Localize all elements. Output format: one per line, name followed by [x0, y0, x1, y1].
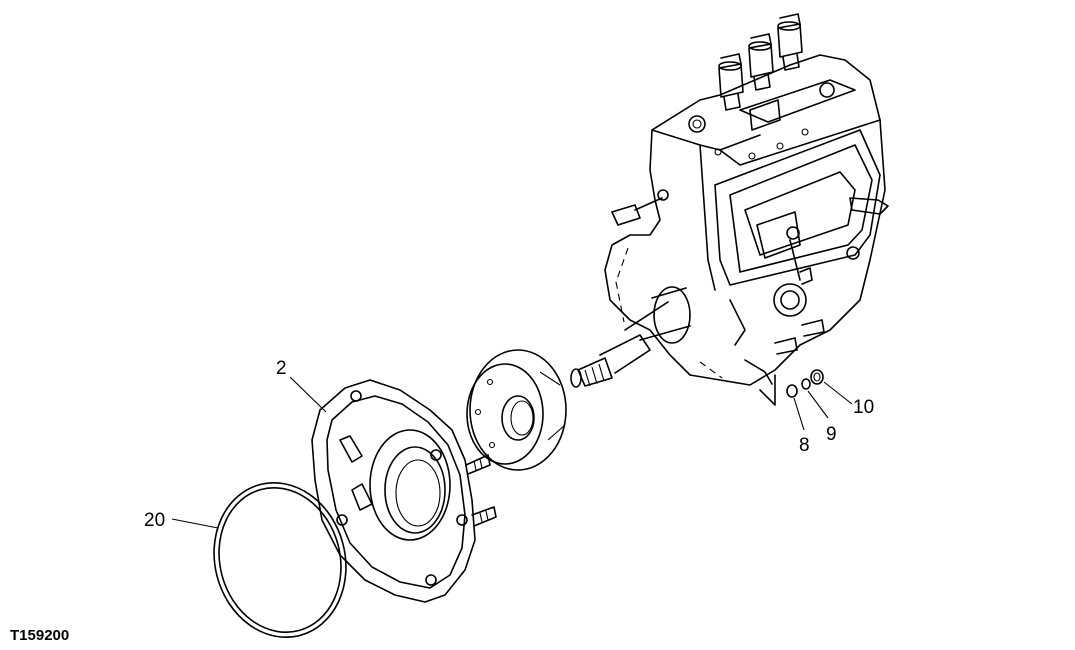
callout-20: 20: [144, 510, 165, 531]
pump-cover: [311, 379, 497, 603]
leader-lines: [171, 376, 853, 529]
drive-hub: [466, 349, 567, 471]
delivery-valve-fitting-1: [718, 53, 744, 111]
figure-id: T159200: [10, 627, 69, 644]
nut-10: [810, 369, 824, 385]
delivery-valve-fitting-2: [748, 33, 774, 91]
o-ring-seal: [213, 482, 347, 638]
drive-shaft: [570, 286, 691, 388]
delivery-valve-fitting-3: [777, 13, 803, 71]
injection-pump-body: [604, 54, 889, 406]
callout-8: 8: [799, 435, 810, 456]
callout-2: 2: [276, 358, 287, 379]
washer-9: [801, 378, 811, 390]
callout-9: 9: [826, 424, 837, 445]
lock-washer-8: [786, 384, 798, 398]
callout-10: 10: [853, 397, 874, 418]
